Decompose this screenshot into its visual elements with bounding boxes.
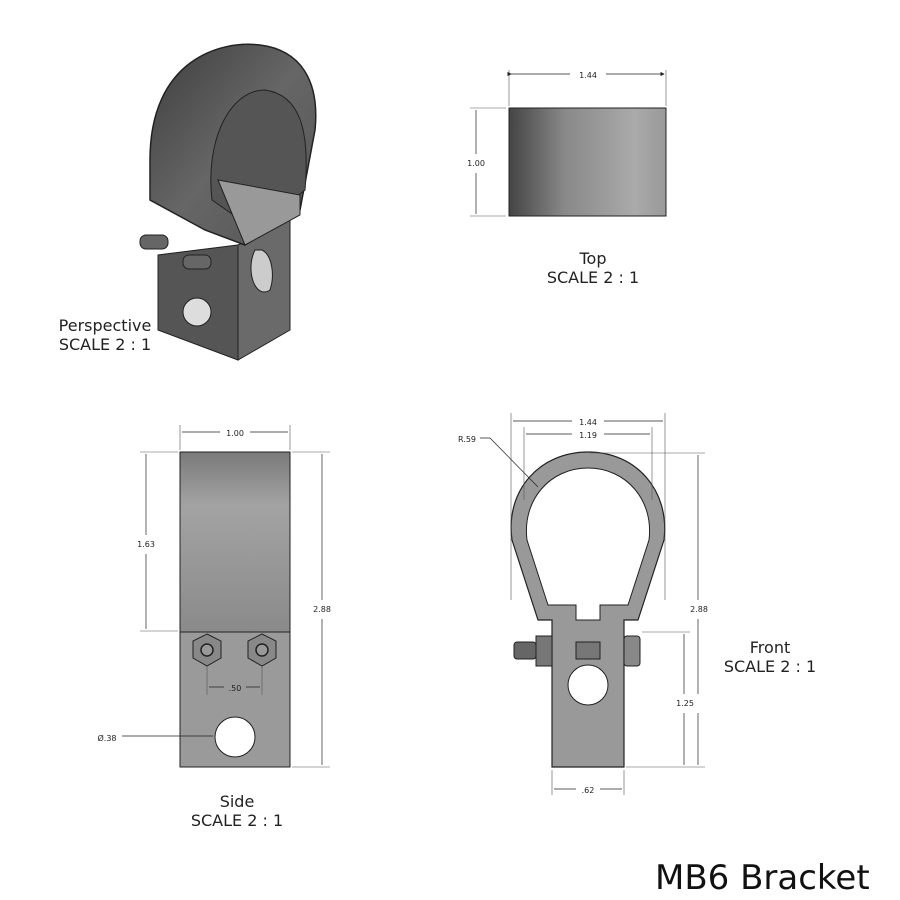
side-scale: SCALE 2 : 1 xyxy=(190,811,284,830)
side-bolt-spacing-dim: .50 xyxy=(224,679,246,698)
top-height-dim: 1.00 xyxy=(462,154,490,173)
top-width-dim: 1.44 xyxy=(570,66,606,85)
front-total-height-dim: 2.88 xyxy=(685,600,713,619)
front-tab-width-dim: .62 xyxy=(576,781,600,800)
top-scale: SCALE 2 : 1 xyxy=(546,268,640,287)
top-caption: Top SCALE 2 : 1 xyxy=(528,249,658,287)
side-width-dim: 1.00 xyxy=(220,424,250,443)
side-view xyxy=(120,425,330,768)
front-caption: Front SCALE 2 : 1 xyxy=(705,638,835,676)
perspective-caption: Perspective SCALE 2 : 1 xyxy=(40,316,170,354)
front-inner-width-dim: 1.19 xyxy=(572,426,604,445)
perspective-label: Perspective xyxy=(58,316,152,335)
drawing-title: MB6 Bracket xyxy=(655,858,870,898)
front-radius-dim: R.59 xyxy=(458,435,476,444)
top-label: Top xyxy=(579,249,607,268)
side-hole-diameter-dim: Ø.38 xyxy=(92,729,122,748)
perspective-scale: SCALE 2 : 1 xyxy=(58,335,152,354)
front-label: Front xyxy=(749,638,791,657)
side-total-height-dim: 2.88 xyxy=(308,600,336,619)
perspective-view xyxy=(139,43,317,361)
side-caption: Side SCALE 2 : 1 xyxy=(172,792,302,830)
front-view xyxy=(480,413,705,795)
top-view xyxy=(470,70,667,217)
side-label: Side xyxy=(219,792,255,811)
front-scale: SCALE 2 : 1 xyxy=(723,657,817,676)
front-lower-height-dim: 1.25 xyxy=(671,694,699,713)
side-upper-height-dim: 1.63 xyxy=(132,535,160,554)
